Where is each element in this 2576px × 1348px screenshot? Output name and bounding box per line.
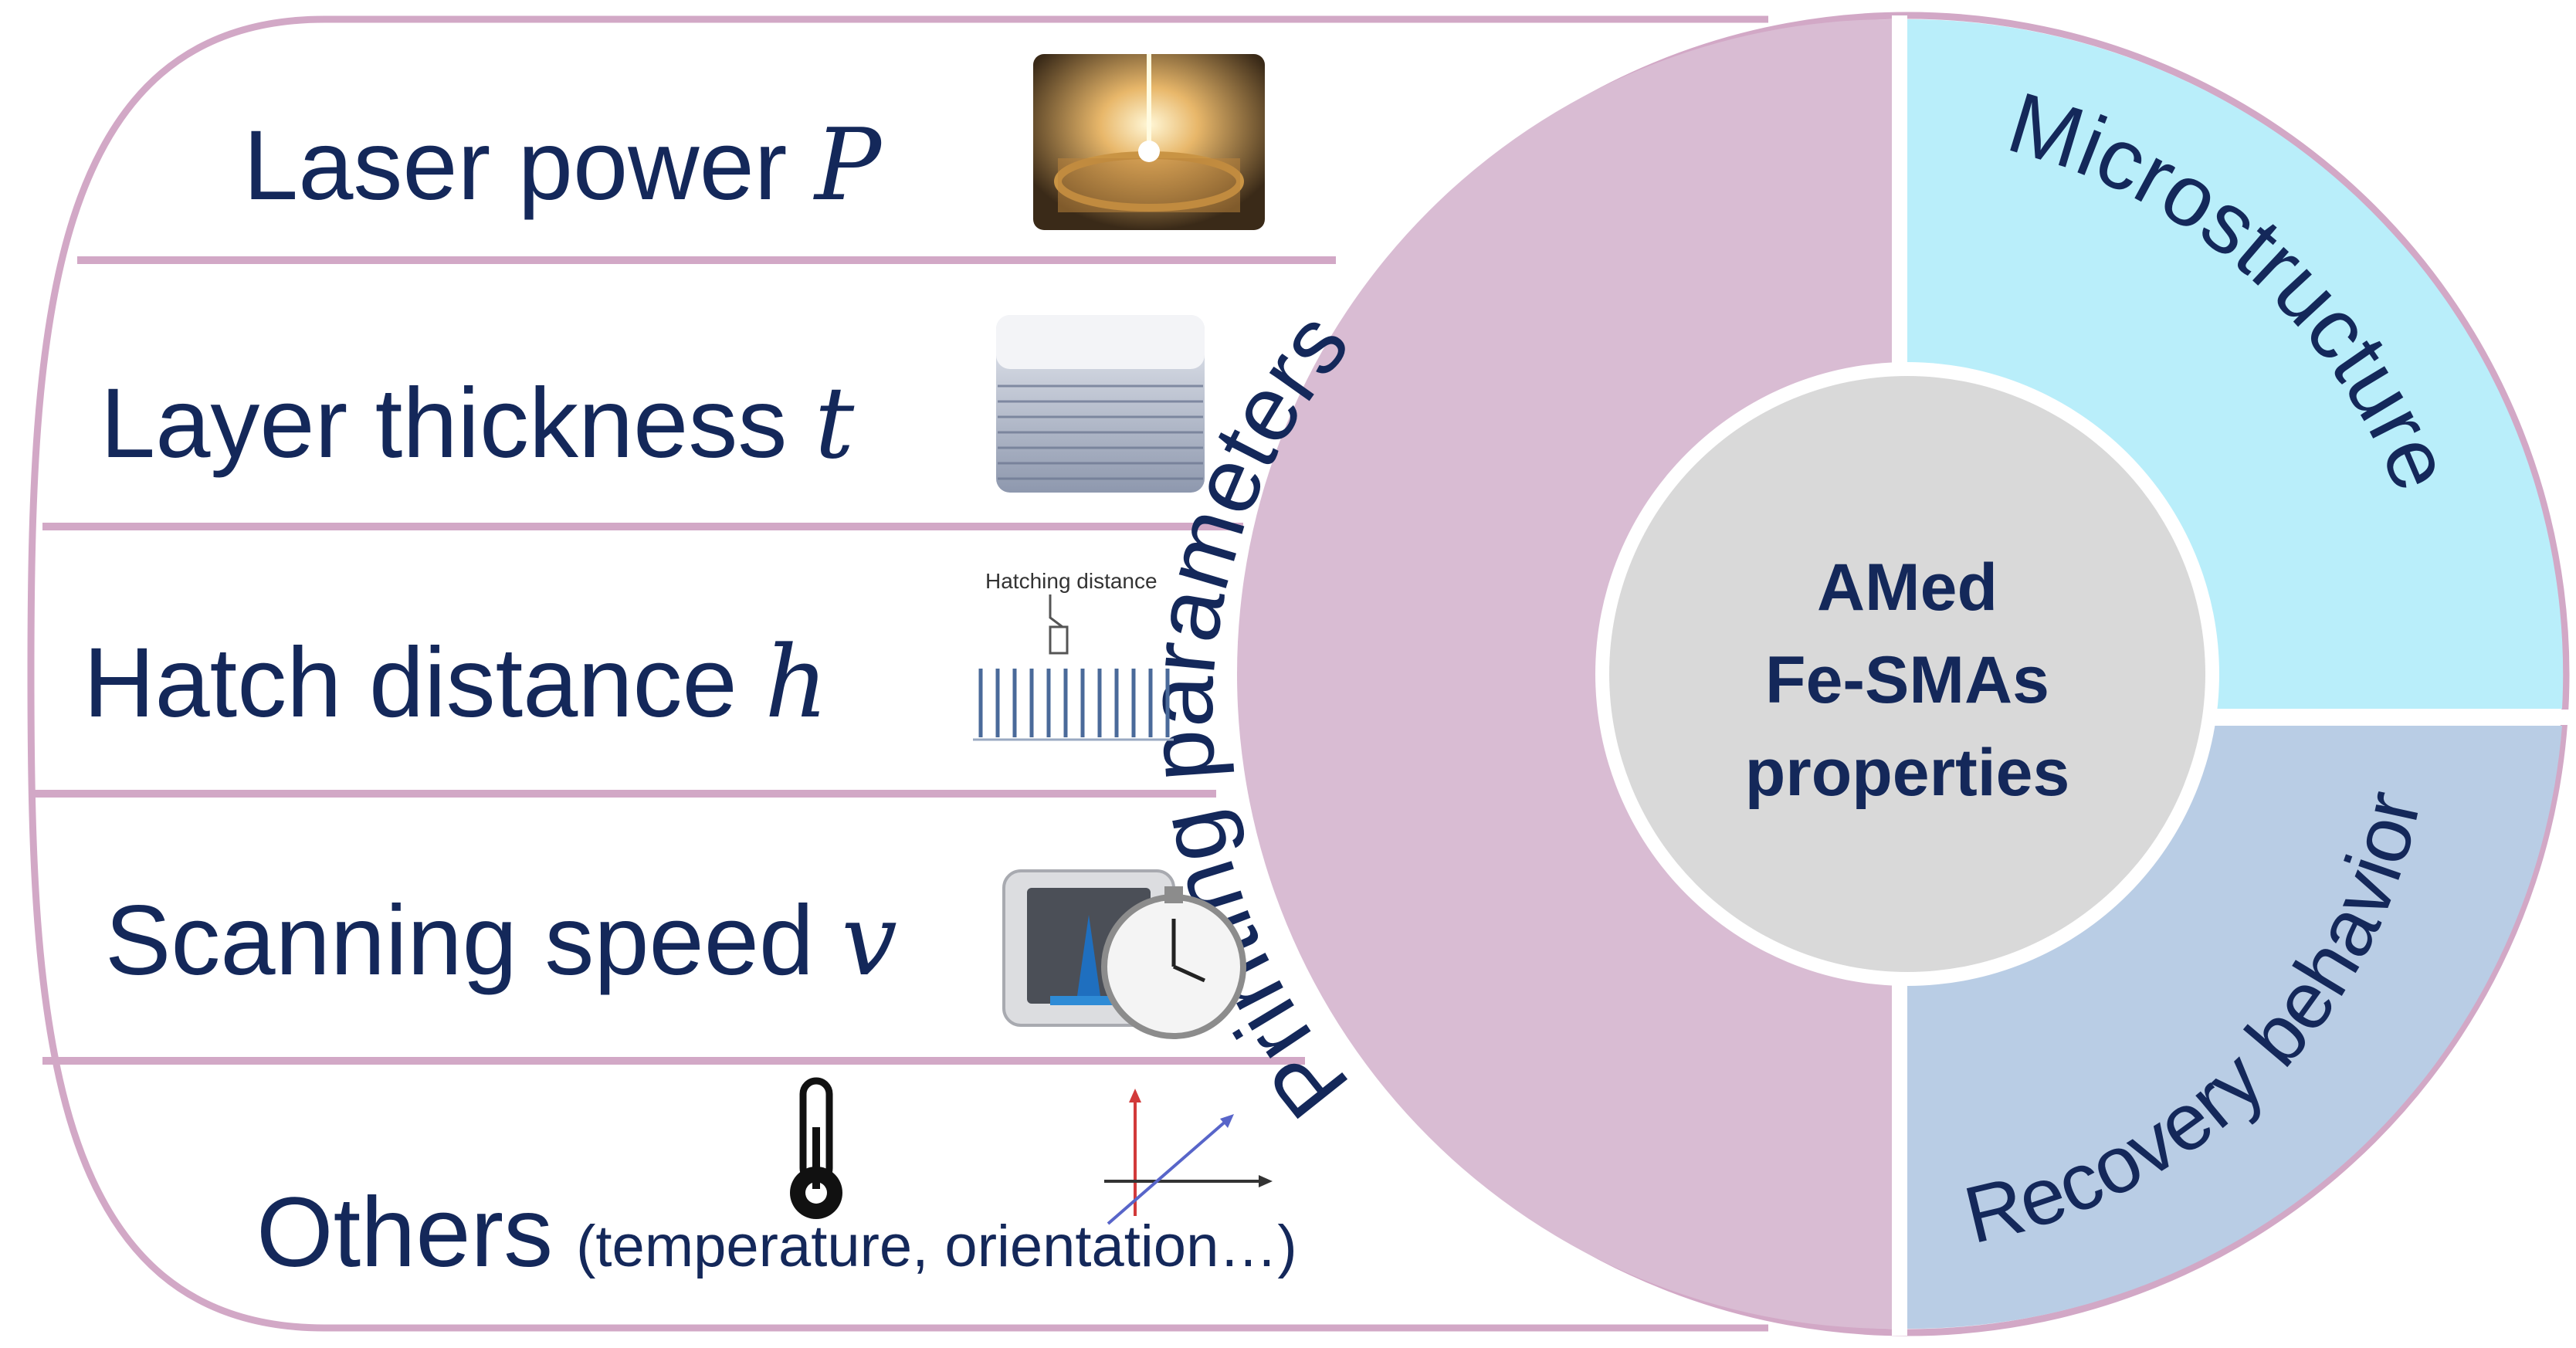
param-label-2: Layer thickness <box>100 368 815 479</box>
param-label-1: Laser power <box>243 110 815 221</box>
param-label-4: Scanning speed <box>105 886 842 996</box>
param-symbol-1: P <box>813 108 883 223</box>
param-row-3: Hatch distance h <box>83 625 829 740</box>
param-row-4: Scanning speed v <box>105 883 897 998</box>
param-symbol-3: h <box>764 625 828 740</box>
param-label-3: Hatch distance <box>83 628 764 738</box>
center-line-1: AMed <box>1817 550 1998 625</box>
param-row-1: Laser power P <box>243 108 883 223</box>
others-detail: (temperature, orientation…) <box>576 1214 1297 1279</box>
printing-parameters-segment <box>1237 19 1892 1329</box>
hatch-caption: Hatching distance <box>985 569 1158 593</box>
param-symbol-2: t <box>815 366 855 481</box>
laser-melting-photo-icon <box>1033 54 1265 230</box>
center-label: AMed Fe-SMAs properties <box>1745 550 2070 810</box>
param-symbol-4: v <box>842 883 897 998</box>
center-line-2: Fe-SMAs <box>1765 643 2049 717</box>
center-line-3: properties <box>1745 736 2070 810</box>
axes-orientation-icon <box>1104 1089 1273 1225</box>
hatch-lines-diagram-icon: Hatching distance <box>973 569 1174 741</box>
row-dividers <box>35 256 1336 1065</box>
printed-layers-block-photo-icon <box>996 315 1205 493</box>
param-row-2: Layer thickness t <box>100 366 855 481</box>
others-label: Others <box>256 1177 553 1288</box>
others-row: Others (temperature, orientation…) <box>256 1177 1297 1288</box>
center-core <box>1609 376 2205 972</box>
printer-and-stopwatch-photo-icon <box>1002 869 1246 1039</box>
thermometer-icon <box>790 1077 842 1219</box>
